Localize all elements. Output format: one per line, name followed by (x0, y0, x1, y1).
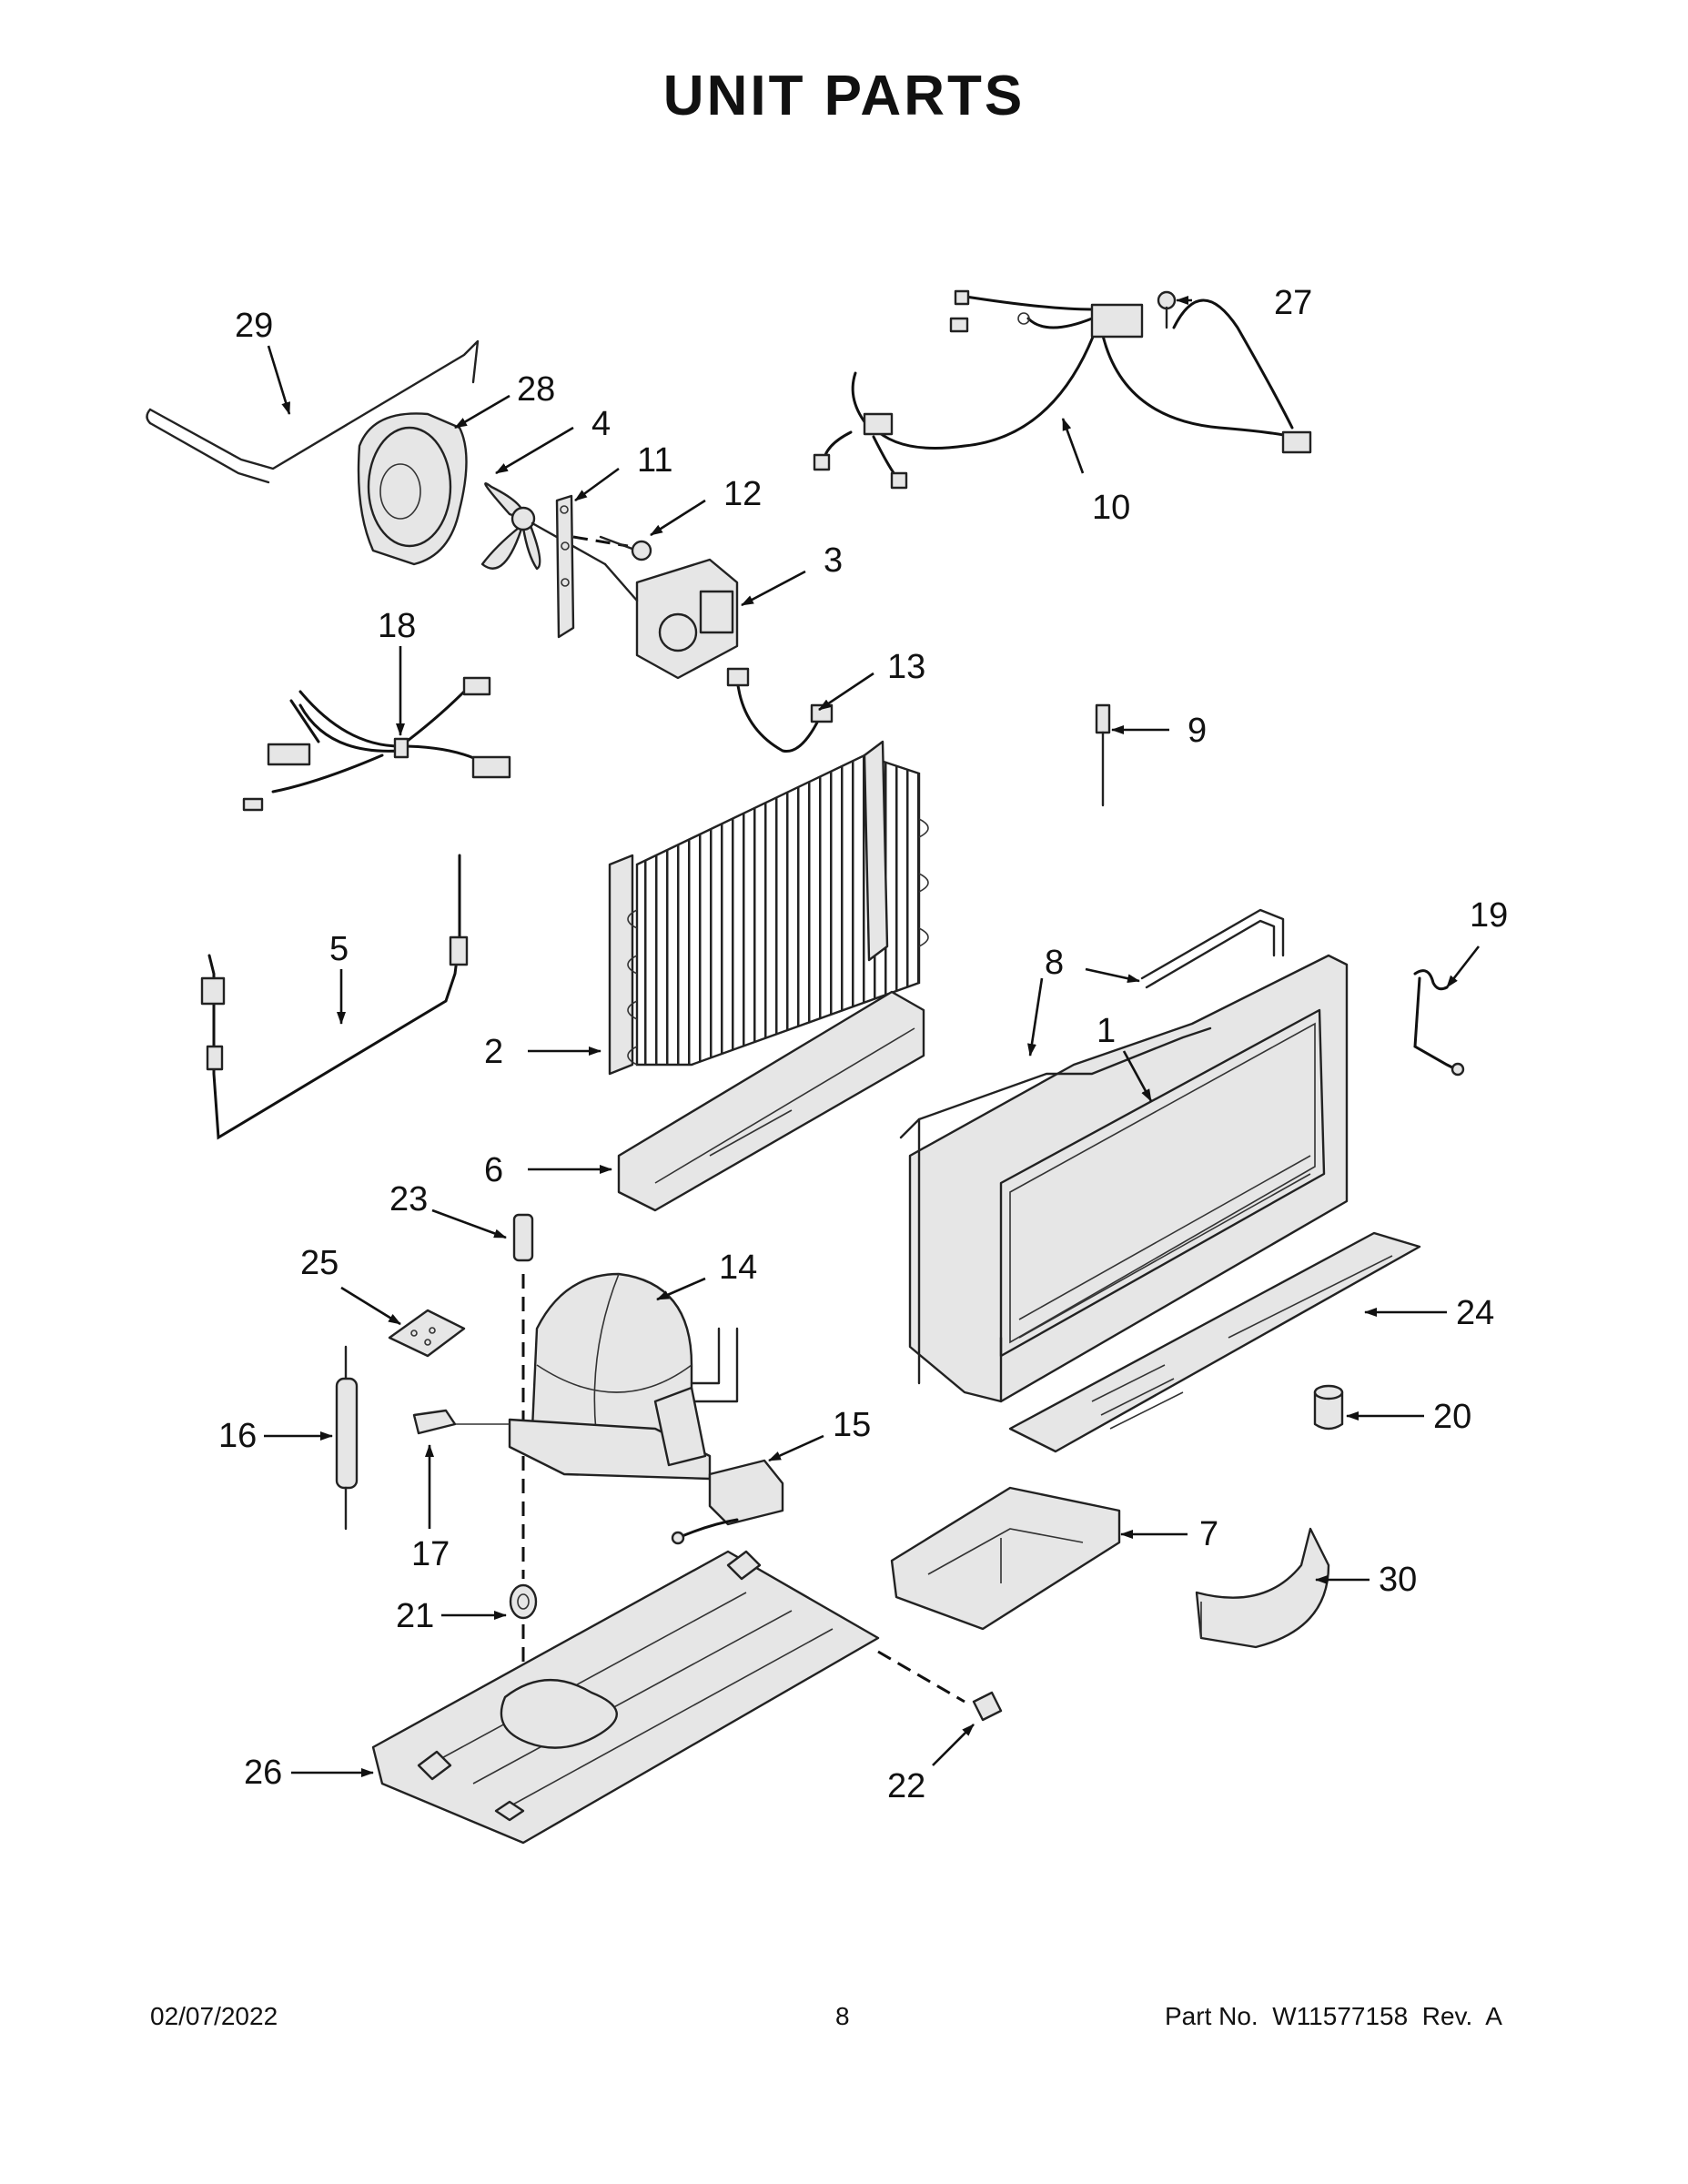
callout-15: 15 (833, 1406, 871, 1444)
callout-6: 6 (484, 1151, 503, 1189)
callout-11: 11 (637, 441, 672, 480)
part-14-compressor (455, 1272, 739, 1481)
callout-4: 4 (591, 405, 611, 443)
callout-arrows (264, 296, 1481, 1777)
callout-8: 8 (1045, 944, 1064, 982)
part-12-screw (599, 535, 652, 561)
callout-21: 21 (396, 1597, 434, 1635)
callout-18: 18 (378, 607, 416, 645)
part-13-sensor (726, 667, 834, 753)
part-26-base-plate (371, 1550, 965, 1845)
callout-7: 7 (1199, 1515, 1218, 1553)
part-23-grommet (512, 1213, 534, 1720)
callout-26: 26 (244, 1754, 282, 1792)
footer-date: 02/07/2022 (150, 2002, 278, 2030)
part-2-condenser (608, 740, 929, 1076)
part-29-tube (146, 339, 480, 484)
callout-29: 29 (235, 307, 273, 345)
callout-22: 22 (887, 1767, 925, 1805)
part-6-drain-tray (617, 990, 925, 1212)
callout-25: 25 (300, 1244, 339, 1282)
footer-page-number: 8 (835, 2002, 850, 2030)
part-27-screw (1157, 290, 1177, 329)
callout-12: 12 (723, 475, 762, 513)
callout-1: 1 (1097, 1012, 1116, 1050)
part-16-drier (335, 1345, 359, 1531)
part-20-cylinder (1313, 1384, 1344, 1431)
part-10-wire-harness (813, 289, 1312, 490)
part-18-wire-harness (242, 676, 511, 812)
callout-24: 24 (1456, 1294, 1494, 1332)
part-7-tray (890, 1486, 1121, 1631)
callout-5: 5 (329, 930, 349, 968)
part-11-bracket (555, 494, 629, 639)
callout-23: 23 (389, 1180, 428, 1218)
callout-13: 13 (887, 648, 925, 686)
part-9-thermistor (1095, 703, 1111, 807)
part-28-fan-shroud (357, 412, 468, 566)
part-30-cover (1195, 1527, 1330, 1649)
part-4-fan-blade (480, 482, 607, 571)
callout-27: 27 (1274, 284, 1312, 322)
callout-19: 19 (1470, 896, 1508, 935)
callout-28: 28 (517, 370, 555, 409)
part-15-relay (653, 1386, 784, 1545)
callout-17: 17 (411, 1535, 450, 1573)
callout-9: 9 (1188, 712, 1207, 750)
callout-10: 10 (1092, 489, 1130, 527)
part-22-screw (972, 1691, 1003, 1722)
callout-3: 3 (824, 541, 843, 580)
part-19-tube (1413, 969, 1465, 1077)
page-title: UNIT PARTS (662, 65, 1026, 127)
part-3-fan-motor (603, 558, 739, 680)
callout-20: 20 (1433, 1398, 1471, 1436)
part-21-grommet (509, 1583, 538, 1620)
part-25-plate (388, 1309, 466, 1358)
callout-14: 14 (719, 1249, 757, 1287)
callout-16: 16 (218, 1417, 257, 1455)
part-17-clip (412, 1409, 457, 1435)
callout-2: 2 (484, 1033, 503, 1071)
footer-part-number: Part No. W11577158 Rev. A (1165, 2002, 1502, 2030)
part-5-heater-wire (200, 854, 469, 1140)
part-8-gasket (1140, 908, 1285, 989)
callout-labels: 29 28 4 11 12 3 27 10 18 13 9 5 2 6 8 1 … (218, 284, 1508, 1805)
part-24-grille (1008, 1231, 1421, 1453)
callout-30: 30 (1379, 1561, 1417, 1599)
part-1-housing (899, 954, 1349, 1403)
